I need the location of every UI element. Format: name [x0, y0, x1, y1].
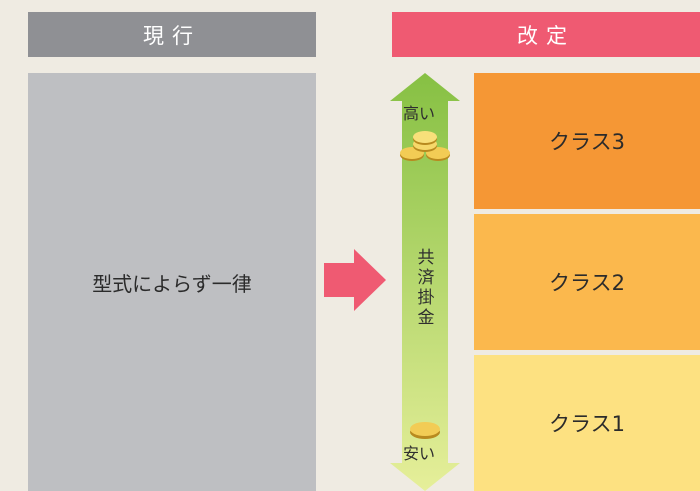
scale-high-label: 高い [403, 104, 436, 123]
coin-icon [410, 422, 440, 439]
class-3-box: クラス3 [474, 73, 700, 209]
scale-low-label: 安い [403, 444, 436, 463]
class-1-box: クラス1 [474, 355, 700, 491]
current-flat-rate-label: 型式によらず一律 [92, 271, 252, 296]
scale-premium-label: 共済掛金 [417, 248, 435, 328]
arrow-right-icon [324, 249, 386, 311]
class-2-label: クラス2 [549, 271, 625, 295]
coins-stack-icon [400, 131, 450, 161]
revised-header: 改定 [392, 12, 700, 57]
premium-scale-arrow [390, 73, 460, 491]
current-header: 現行 [28, 12, 316, 57]
class-2-box: クラス2 [474, 214, 700, 350]
class-3-label: クラス3 [549, 130, 625, 154]
class-1-label: クラス1 [549, 412, 625, 436]
current-flat-rate-box: 型式によらず一律 [28, 73, 316, 491]
